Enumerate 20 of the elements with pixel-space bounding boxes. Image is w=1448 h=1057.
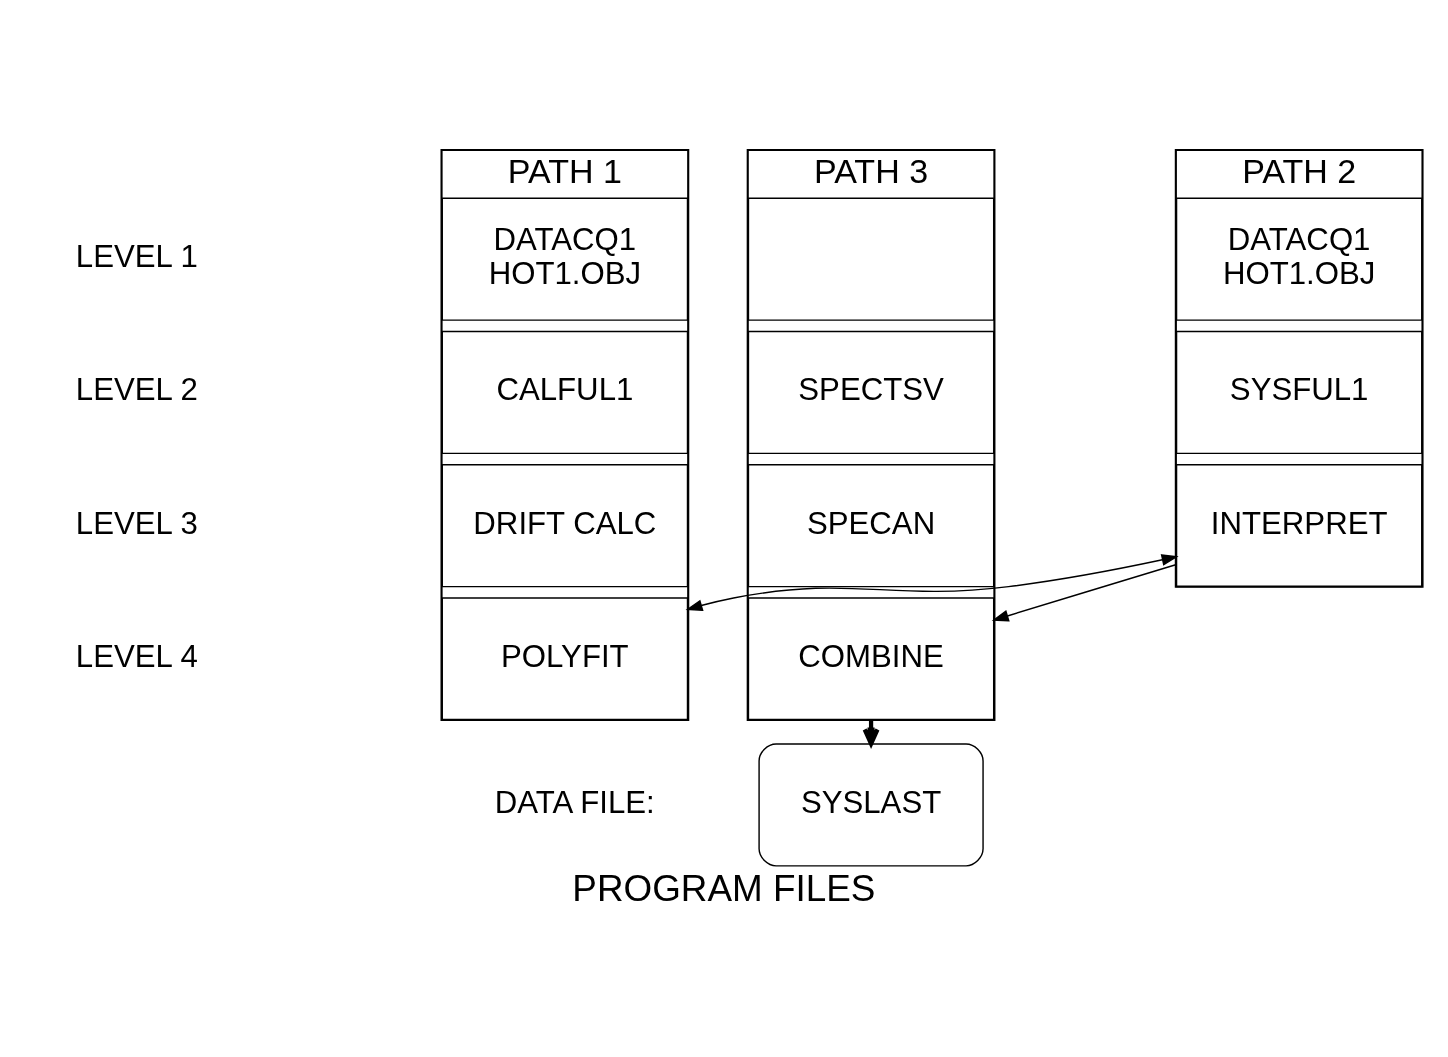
label: LEVEL 3 — [75, 505, 198, 541]
node-box: SYSLAST — [758, 743, 984, 867]
node-box: DRIFT CALC — [441, 464, 689, 588]
node-box: COMBINE — [747, 597, 995, 721]
node-box: POLYFIT — [441, 597, 689, 721]
node-box — [747, 197, 995, 321]
arrow — [685, 554, 1179, 612]
node-box: DATACQ1 HOT1.OBJ — [1175, 197, 1423, 321]
node-box: DATACQ1 HOT1.OBJ — [441, 197, 689, 321]
label: LEVEL 2 — [75, 372, 198, 408]
node-box: SYSFUL1 — [1175, 330, 1423, 455]
label: LEVEL 1 — [75, 239, 198, 275]
node-box: CALFUL1 — [441, 330, 689, 455]
arrow — [991, 563, 1178, 622]
label: LEVEL 4 — [75, 638, 198, 674]
node-label: DATA FILE: — [494, 784, 655, 820]
caption: PROGRAM FILES — [572, 868, 876, 910]
node-box: INTERPRET — [1175, 464, 1423, 588]
node-box: SPECTSV — [747, 330, 995, 455]
node-box: SPECAN — [747, 464, 995, 588]
